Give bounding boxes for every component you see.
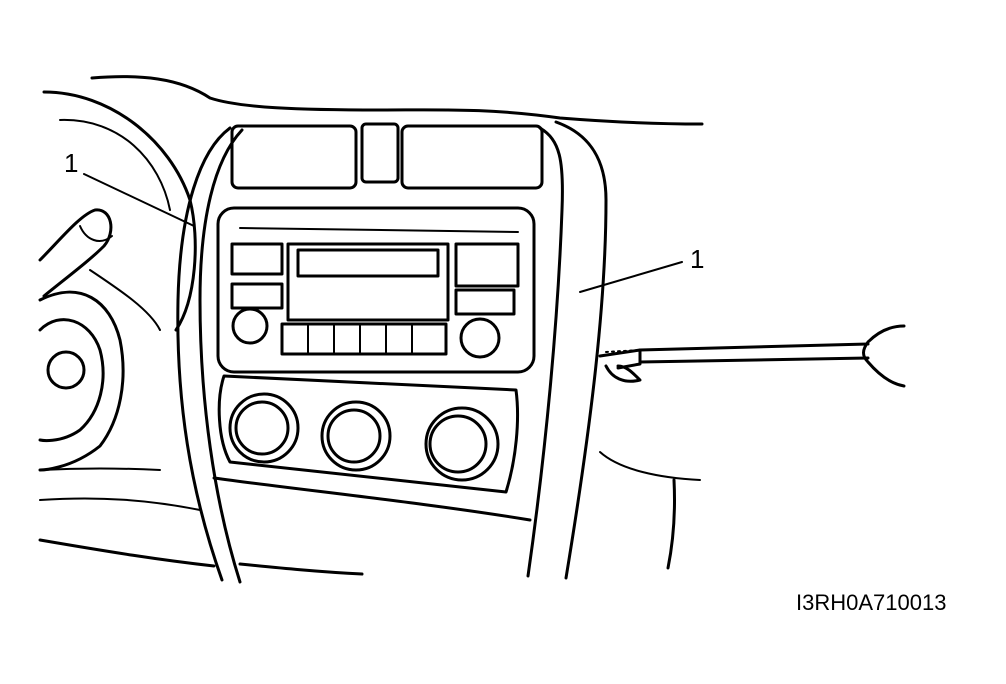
- right-air-vent: [400, 124, 544, 190]
- cluster-hood-outer: [42, 90, 197, 332]
- dash-left-lower-3: [38, 538, 216, 568]
- screwdriver-cloth: [604, 364, 642, 383]
- screwdriver-handle: [862, 324, 906, 388]
- hand-knuckle: [79, 225, 113, 242]
- climate-knob-right-outer: [424, 406, 500, 482]
- audio-preset-strip: [280, 322, 448, 356]
- audio-volume-knob: [231, 307, 269, 345]
- climate-panel: [217, 374, 520, 494]
- callout-label-left: 1: [64, 148, 78, 178]
- lower-console: [212, 476, 532, 522]
- steering-wheel-hub: [38, 318, 105, 443]
- climate-knob-right-inner: [428, 414, 488, 474]
- screwdriver-tip: [598, 348, 642, 370]
- hazard-switch: [360, 122, 400, 184]
- audio-cd-slot: [239, 227, 519, 233]
- audio-display-frame: [286, 242, 450, 322]
- left-air-vent: [230, 124, 358, 190]
- audio-display: [296, 248, 440, 278]
- dash-right-side: [666, 478, 677, 570]
- steering-wheel-rim: [38, 290, 125, 472]
- hand-finger: [38, 208, 113, 298]
- climate-knob-center-inner: [326, 408, 382, 464]
- right-trim-panel-inner: [526, 126, 564, 578]
- audio-unit: [216, 206, 536, 374]
- right-trim-panel-outer: [554, 120, 608, 580]
- hand-lower: [89, 269, 161, 331]
- callout-label-right: 1: [690, 244, 704, 274]
- left-trim-panel-outer: [176, 126, 232, 582]
- callout-leader-left: [83, 173, 195, 227]
- dash-left-lower-1: [39, 467, 161, 471]
- audio-left-button-mid: [230, 282, 284, 310]
- steering-hub-button: [46, 350, 86, 390]
- dashboard-top-edge: [90, 75, 704, 126]
- figure-code: I3RH0A710013: [796, 590, 946, 615]
- audio-right-button-top: [454, 242, 520, 288]
- climate-knob-left-outer: [228, 392, 300, 464]
- dash-right-lower: [599, 451, 701, 481]
- audio-tuning-knob: [459, 317, 501, 359]
- audio-right-button-mid: [454, 288, 516, 316]
- screwdriver-cloth-dots: [605, 349, 641, 353]
- screwdriver-shaft: [638, 342, 870, 364]
- dash-left-lower-4: [238, 562, 364, 576]
- audio-left-button-top: [230, 242, 284, 276]
- left-trim-panel-inner: [198, 128, 244, 584]
- dash-left-lower-2: [39, 497, 201, 511]
- cluster-hood-inner: [59, 118, 171, 211]
- climate-knob-center-outer: [320, 400, 392, 472]
- callout-leader-right: [579, 261, 683, 293]
- climate-knob-left-inner: [234, 400, 290, 456]
